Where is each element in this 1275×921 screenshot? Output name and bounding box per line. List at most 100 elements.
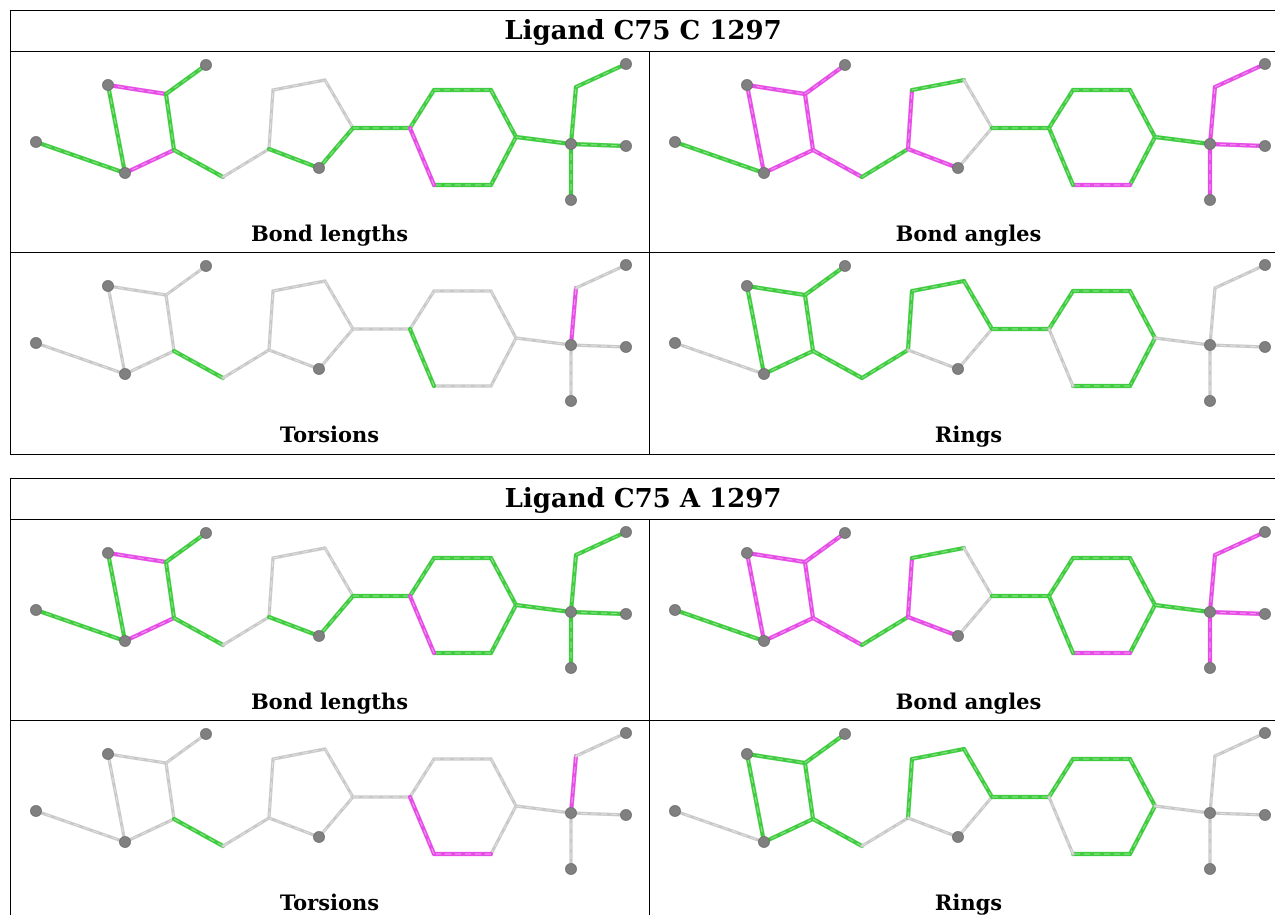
atom (758, 836, 770, 848)
bond (513, 134, 574, 147)
bond-highlight (1209, 143, 1266, 147)
bond (271, 546, 327, 560)
bond-highlight (674, 141, 765, 174)
bond-highlight (957, 127, 993, 169)
atom (102, 547, 114, 559)
bond (266, 146, 322, 171)
bond-highlight (490, 805, 517, 855)
bond (488, 602, 519, 656)
bond (956, 594, 994, 638)
bond-highlight (1129, 337, 1156, 387)
bond (909, 545, 967, 561)
bond-highlight (1209, 611, 1266, 615)
bond-highlight (490, 337, 517, 387)
bond (1127, 335, 1158, 389)
bond (34, 341, 127, 376)
bond (488, 555, 519, 608)
bond (122, 147, 177, 176)
bond (317, 795, 355, 839)
bond (105, 550, 169, 565)
bond (489, 804, 518, 856)
atom (839, 260, 851, 272)
bond (761, 348, 816, 377)
bond-highlight (35, 342, 126, 375)
atom (839, 59, 851, 71)
bond-highlight (907, 349, 959, 370)
atom (200, 59, 212, 71)
bond (171, 615, 226, 648)
bond-highlight (165, 64, 207, 95)
bond-highlight (575, 264, 627, 289)
bond (810, 615, 865, 648)
atom (200, 728, 212, 740)
bond-highlight (222, 349, 270, 379)
bond (105, 550, 128, 644)
bond (905, 288, 915, 353)
bond (1046, 125, 1076, 188)
bond (956, 126, 994, 170)
bond (1208, 286, 1217, 347)
bond (905, 555, 915, 620)
bond (673, 809, 766, 844)
bond (1046, 756, 1076, 800)
atom (565, 807, 577, 819)
atom (565, 138, 577, 150)
bond (1208, 343, 1267, 349)
bond-highlight (911, 748, 965, 760)
bond (163, 62, 209, 97)
bond (761, 147, 816, 176)
bond-highlight (1048, 796, 1074, 855)
bond (267, 757, 275, 820)
bond (267, 556, 275, 619)
bond-highlight (490, 604, 517, 654)
atom (839, 728, 851, 740)
bond (1046, 593, 1076, 656)
bond-highlight (1048, 328, 1074, 387)
cell-torsions: Torsions (11, 253, 648, 453)
bond (744, 550, 808, 565)
bond (1127, 87, 1158, 140)
atom (620, 341, 632, 353)
bond-highlight (1048, 127, 1074, 186)
bond (1207, 609, 1268, 617)
bond (163, 530, 209, 565)
bond (489, 757, 518, 808)
bond (1127, 288, 1158, 341)
bond (1046, 87, 1076, 131)
bond-highlight (409, 89, 435, 129)
bond (1153, 804, 1212, 815)
bond-highlight (409, 557, 435, 597)
bond (267, 88, 275, 151)
bond (106, 284, 127, 376)
bond (1127, 602, 1158, 656)
bond-highlight (1129, 805, 1156, 855)
bond-highlight (674, 609, 765, 642)
bond-highlight (35, 810, 126, 843)
atom (313, 630, 325, 642)
bond (123, 817, 176, 844)
ligand-panel-c: Ligand C75 C 1297 Bond lengths Bond angl… (10, 10, 1275, 455)
bond (164, 293, 176, 353)
bond (105, 82, 169, 97)
bond (1212, 529, 1268, 558)
bond-highlight (746, 552, 765, 642)
bond-highlight (575, 531, 627, 556)
atom (839, 527, 851, 539)
bond-highlight (490, 89, 517, 138)
bond (672, 139, 767, 176)
bond (407, 794, 437, 857)
bond-highlight (409, 328, 435, 387)
bond (673, 341, 766, 376)
atom (565, 863, 577, 875)
bond (106, 284, 168, 297)
bond (761, 816, 816, 845)
atom (565, 606, 577, 618)
bond-highlight (861, 349, 909, 379)
bond-highlight (1214, 531, 1266, 556)
atom (30, 136, 42, 148)
bond (802, 530, 848, 565)
atom (741, 748, 753, 760)
atom (758, 167, 770, 179)
cell-caption: Bond angles (895, 221, 1042, 246)
atom (30, 604, 42, 616)
